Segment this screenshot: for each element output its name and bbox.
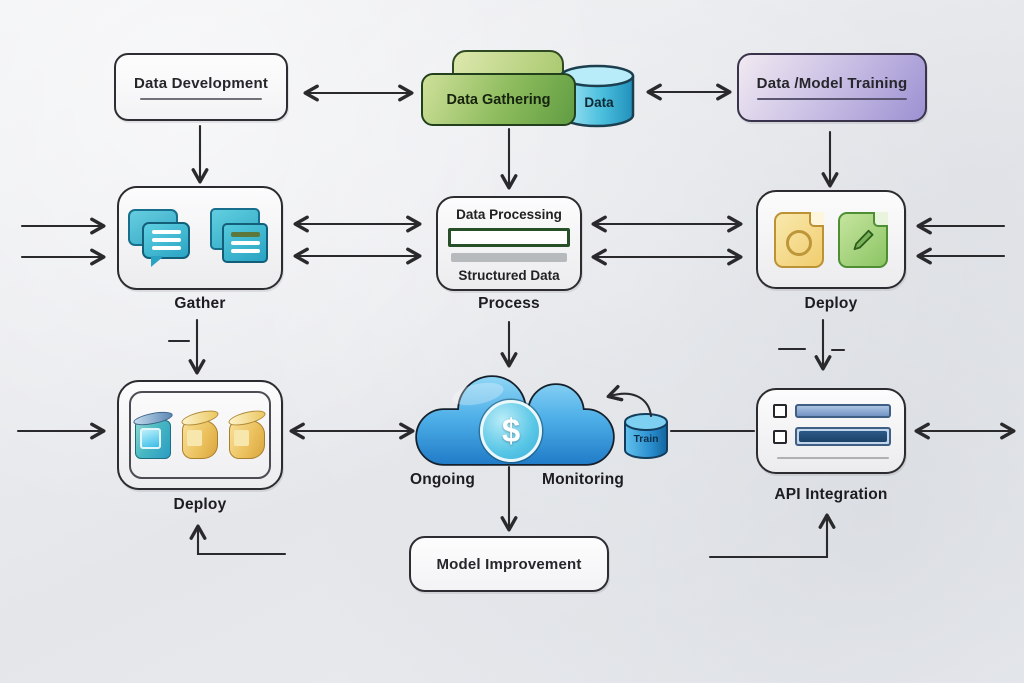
gray-bar-icon bbox=[451, 252, 567, 262]
node-title: Data bbox=[584, 95, 614, 110]
pencil-icon bbox=[853, 229, 874, 251]
node-data-development: Data Development bbox=[114, 53, 288, 121]
train-cylinder-icon: Train bbox=[624, 413, 668, 459]
data-cylinder-icon: Data bbox=[559, 64, 635, 128]
node-deploy-storage bbox=[117, 380, 283, 490]
label-deploy-storage: Deploy bbox=[173, 496, 227, 513]
title-underline bbox=[757, 98, 907, 100]
documents-icon bbox=[210, 208, 272, 268]
node-title: Train bbox=[633, 433, 658, 445]
node-gather bbox=[117, 186, 283, 290]
file-circle-icon bbox=[774, 211, 824, 268]
node-title: Data Development bbox=[133, 74, 269, 92]
yellow-jar-icon bbox=[227, 407, 267, 459]
row-connector-arrows bbox=[167, 318, 846, 375]
node-process: Data Processing Structured Data bbox=[436, 196, 582, 291]
label-monitoring: Monitoring bbox=[541, 471, 625, 488]
node-title: Data Gathering bbox=[446, 91, 551, 108]
bar-icon bbox=[795, 404, 891, 418]
api-row bbox=[773, 404, 891, 418]
label-deploy-documents: Deploy bbox=[804, 295, 858, 312]
progress-bar-icon bbox=[448, 227, 570, 247]
process-title: Data Processing bbox=[456, 206, 562, 222]
checkbox-icon bbox=[773, 429, 787, 444]
bar-icon bbox=[795, 427, 891, 446]
node-title: Model Improvement bbox=[436, 555, 582, 573]
label-ongoing: Ongoing bbox=[409, 471, 476, 488]
node-api-integration bbox=[756, 388, 906, 474]
chat-bubbles-icon bbox=[128, 208, 194, 268]
process-subtitle: Structured Data bbox=[458, 267, 560, 283]
node-deploy-documents bbox=[756, 190, 906, 289]
checkbox-icon bbox=[773, 404, 787, 418]
dollar-icon: $ bbox=[480, 400, 542, 462]
title-underline bbox=[140, 97, 262, 100]
circle-glyph bbox=[786, 229, 812, 256]
file-pencil-icon bbox=[838, 211, 888, 268]
divider bbox=[777, 457, 889, 459]
node-data-gathering: Data Gathering bbox=[421, 73, 576, 126]
label-api-integration: API Integration bbox=[774, 486, 888, 503]
label-gather: Gather bbox=[174, 295, 226, 312]
teal-jar-icon bbox=[132, 409, 174, 459]
node-model-improvement: Model Improvement bbox=[409, 536, 609, 592]
yellow-jar-icon bbox=[180, 407, 220, 459]
storage-inner-frame bbox=[129, 391, 271, 479]
label-process: Process bbox=[478, 295, 540, 312]
node-data-model-training: Data /Model Training bbox=[737, 53, 927, 122]
node-title: Data /Model Training bbox=[756, 75, 908, 92]
api-row bbox=[773, 427, 891, 446]
